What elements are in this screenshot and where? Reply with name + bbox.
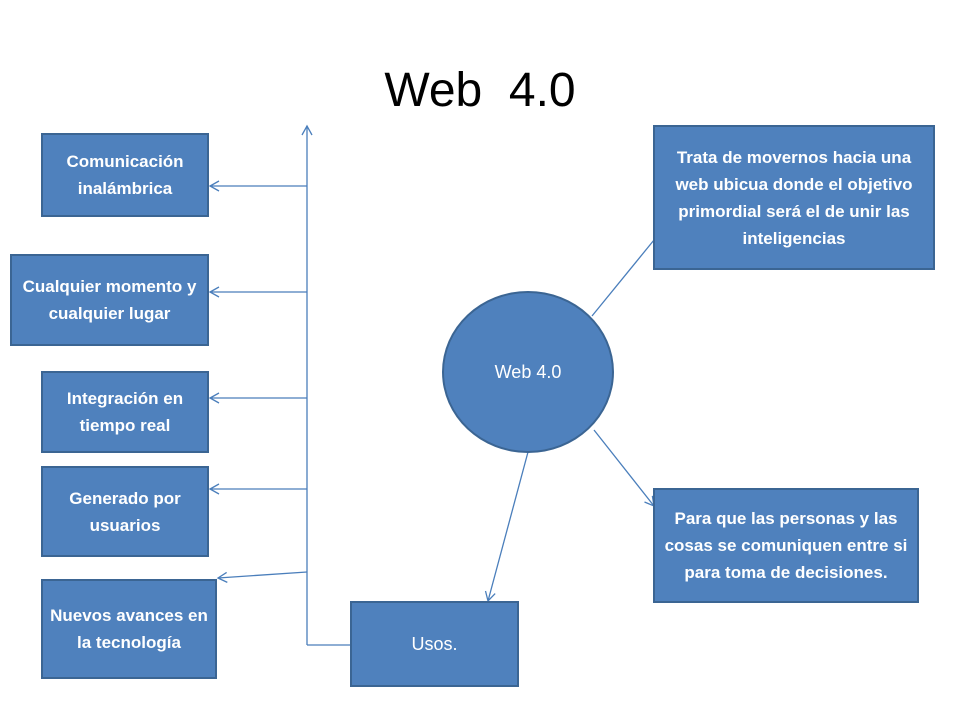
right-box-ubiquitous-web: Trata de movernos hacia una web ubicua d…: [653, 125, 935, 270]
left-box-wireless: Comunicación inalámbrica: [41, 133, 209, 217]
left-box-realtime: Integración en tiempo real: [41, 371, 209, 453]
left-box-anytime: Cualquier momento y cualquier lugar: [10, 254, 209, 346]
left-box-user-generated: Generado por usuarios: [41, 466, 209, 557]
circle-to-top-right: [591, 239, 655, 317]
page-title: Web 4.0: [384, 64, 576, 117]
right-box-communication: Para que las personas y las cosas se com…: [653, 488, 919, 603]
left-box-new-tech: Nuevos avances en la tecnología: [41, 579, 217, 679]
usos-box: Usos.: [350, 601, 519, 687]
circle-to-usos: [484, 451, 529, 603]
circle-to-bottom-right: [593, 429, 655, 508]
branch-arrow-5: [216, 571, 308, 583]
center-node: Web 4.0: [442, 291, 614, 453]
